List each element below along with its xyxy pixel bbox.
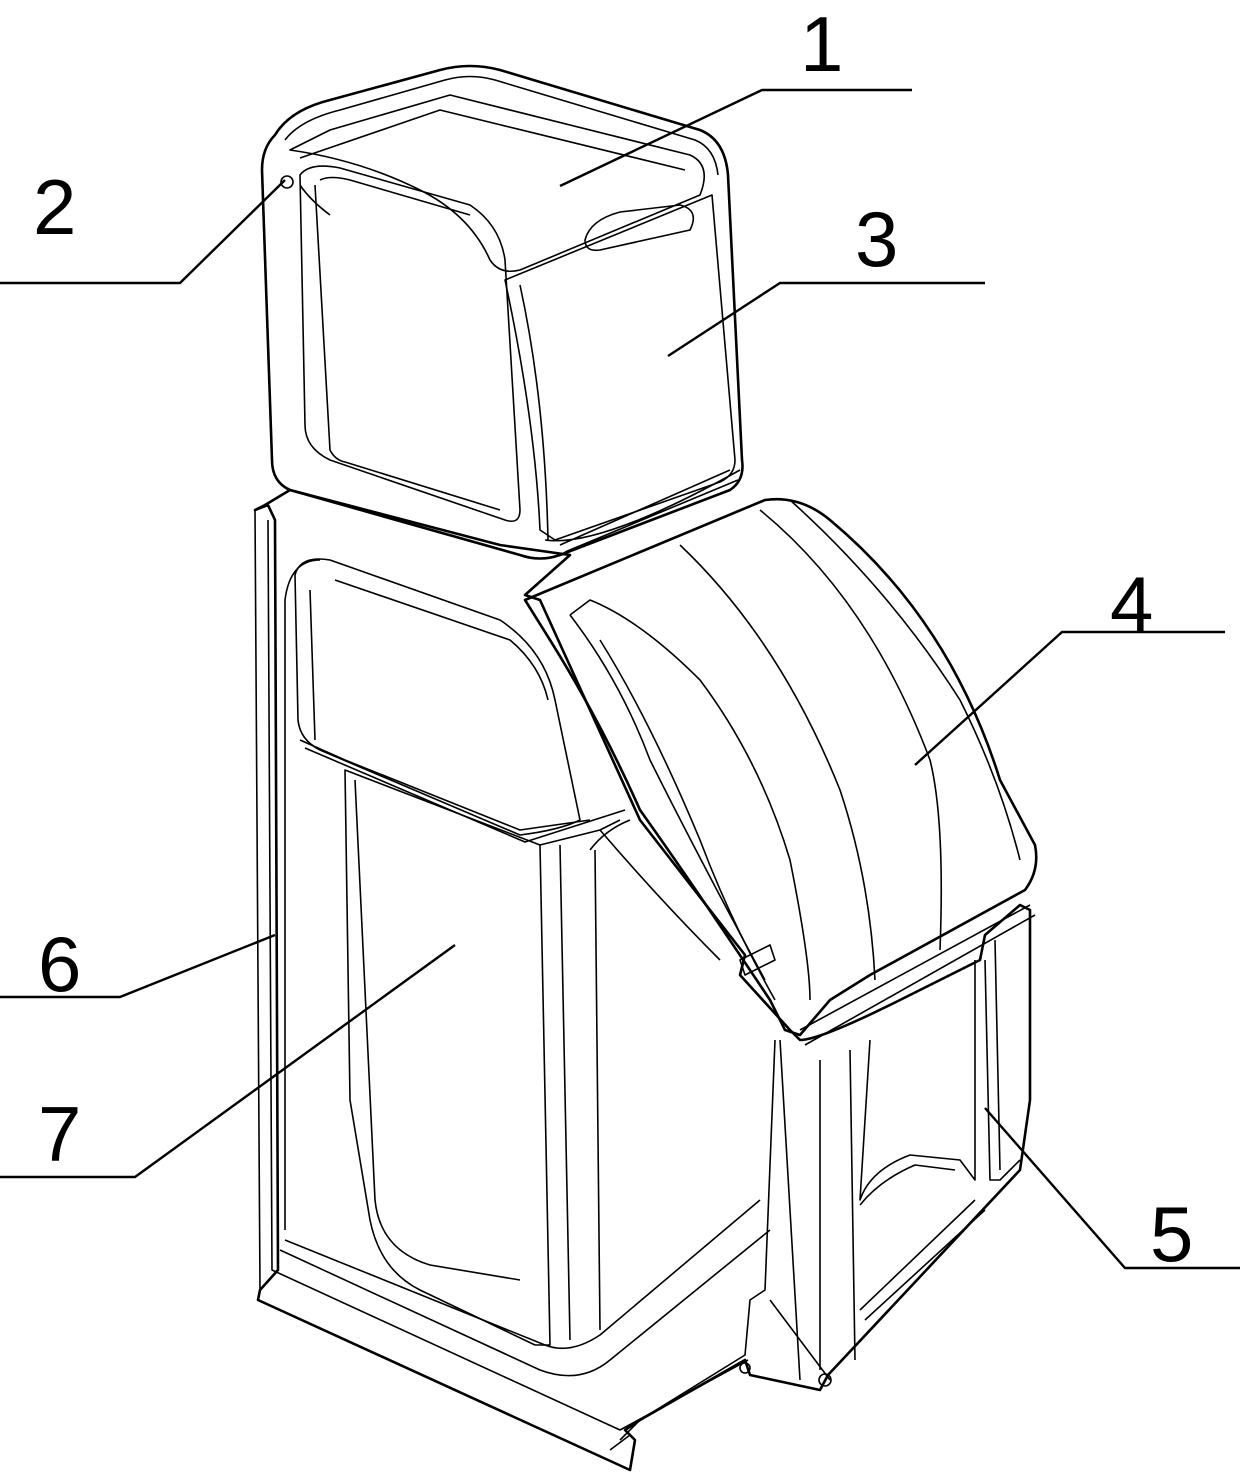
label-4: 4 (1110, 560, 1154, 648)
label-5: 5 (1150, 1190, 1194, 1278)
front-door-upper (504, 194, 736, 541)
lower-door (769, 939, 1021, 1381)
side-window-upper (299, 165, 521, 523)
leader-6 (0, 933, 276, 999)
handle (584, 204, 695, 252)
lower-front-panel (344, 769, 551, 1346)
leader-4 (914, 630, 1225, 766)
upper-module (260, 64, 744, 560)
leader-3 (667, 281, 985, 358)
label-1: 1 (800, 0, 844, 88)
leader-2 (0, 179, 286, 285)
flip-cover (523, 497, 1038, 1046)
label-7: 7 (38, 1090, 82, 1178)
lid-top-panel (289, 94, 706, 273)
leader-5 (984, 1107, 1240, 1270)
leader-1 (559, 88, 912, 188)
label-3: 3 (855, 195, 899, 283)
lower-body (253, 488, 1032, 1472)
leader-lines (0, 88, 1240, 1270)
leader-7 (0, 944, 456, 1179)
label-2: 2 (33, 163, 77, 251)
label-6: 6 (38, 920, 82, 1008)
